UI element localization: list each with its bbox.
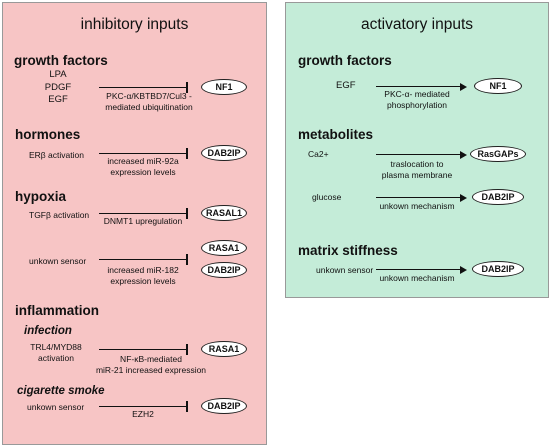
mechanism-line: PKC-α- mediated (384, 89, 450, 99)
activation-arrow (376, 149, 467, 160)
hormones-heading: hormones (15, 127, 81, 142)
hypoxia-heading: hypoxia (15, 189, 67, 204)
mechanism-line: expression levels (110, 275, 176, 286)
infection-heading: infection (24, 325, 72, 337)
metabolites-input-glucose: glucose (312, 192, 342, 202)
mechanism-label: PKC-α/KBTBD7/Cul3 - mediated ubiquitinat… (105, 91, 192, 112)
inhibition-arrow (99, 400, 188, 414)
inhibition-arrow (99, 343, 188, 357)
activatory-input-egf: EGF (336, 80, 356, 91)
mechanism-line: increased miR-92a (107, 156, 179, 166)
mechanism-label: traslocation to plasma membrane (382, 159, 452, 180)
activatory-growth-factors-heading: growth factors (298, 53, 392, 68)
matrix-stiffness-heading: matrix stiffness (298, 243, 398, 258)
ligand-egf: EGF (48, 94, 68, 105)
activatory-panel: activatory inputs growth factors EGF PKC… (285, 2, 549, 298)
mechanism-line: expression levels (110, 166, 176, 177)
growth-factor-ligand-list: LPA PDGF EGF (41, 69, 75, 107)
ligand-pdgf: PDGF (44, 81, 72, 93)
mechanism-label: NF-κB-mediated miR-21 increased expressi… (96, 354, 206, 375)
mechanism-line: traslocation to (390, 159, 444, 169)
input-line: TRL4/MYD88 (30, 342, 82, 352)
mechanism-line: miR-21 increased expression (95, 364, 207, 375)
inhibitory-title: inhibitory inputs (80, 16, 189, 33)
mechanism-label: EZH2 (132, 409, 154, 419)
target-rasgaps: RasGAPs (470, 146, 526, 162)
mechanism-line: increased miR-182 (107, 265, 179, 275)
ligand-lpa: LPA (49, 69, 67, 80)
activatory-title: activatory inputs (361, 16, 473, 33)
target-dab2ip: DAB2IP (201, 398, 247, 414)
inhibitory-growth-factors-heading: growth factors (14, 53, 108, 68)
target-dab2ip: DAB2IP (201, 145, 247, 161)
inflammation-heading: inflammation (15, 303, 100, 318)
hypoxia-input-sensor: unkown sensor (29, 256, 87, 266)
mechanism-label: unkown mechanism (379, 201, 455, 211)
hypoxia-input-tgfb: TGFβ activation (29, 210, 90, 220)
cigarette-smoke-input: unkown sensor (27, 402, 85, 412)
activation-arrow (376, 264, 467, 275)
target-dab2ip: DAB2IP (472, 261, 524, 277)
infection-input: TRL4/MYD88 activation (30, 342, 82, 363)
mechanism-line: plasma membrane (381, 169, 453, 180)
metabolites-input-ca: Ca2+ (308, 149, 329, 159)
input-line: activation (38, 352, 74, 363)
inhibition-arrow (99, 207, 188, 221)
target-nf1: NF1 (201, 79, 247, 95)
mechanism-line: PKC-α/KBTBD7/Cul3 - (106, 91, 192, 101)
mechanism-line: mediated ubiquitination (105, 101, 193, 112)
target-dab2ip: DAB2IP (201, 262, 247, 278)
activation-arrow (376, 192, 467, 203)
inhibition-arrow (99, 147, 188, 161)
mechanism-line: NF-κB-mediated (120, 354, 182, 364)
mechanism-label: increased miR-182 expression levels (107, 265, 178, 286)
inhibition-arrow (99, 253, 188, 267)
target-rasa1: RASA1 (201, 341, 247, 357)
target-rasa1: RASA1 (201, 240, 247, 256)
matrix-stiffness-input: unkown sensor (316, 265, 374, 275)
mechanism-label: unkown mechanism (379, 273, 455, 283)
mechanism-label: PKC-α- mediated phosphorylation (384, 89, 449, 110)
activation-arrow (376, 81, 467, 92)
inhibitory-panel: inhibitory inputs growth factors LPA PDG… (2, 2, 267, 445)
mechanism-label: increased miR-92a expression levels (107, 156, 178, 177)
hormones-input: ERβ activation (29, 150, 84, 160)
mechanism-line: phosphorylation (386, 99, 448, 110)
target-rasal1: RASAL1 (201, 205, 247, 221)
mechanism-label: DNMT1 upregulation (103, 216, 183, 226)
inhibition-arrow (99, 81, 188, 95)
cigarette-smoke-heading: cigarette smoke (17, 385, 105, 397)
target-dab2ip: DAB2IP (472, 189, 524, 205)
metabolites-heading: metabolites (298, 127, 374, 142)
target-nf1: NF1 (474, 78, 522, 94)
